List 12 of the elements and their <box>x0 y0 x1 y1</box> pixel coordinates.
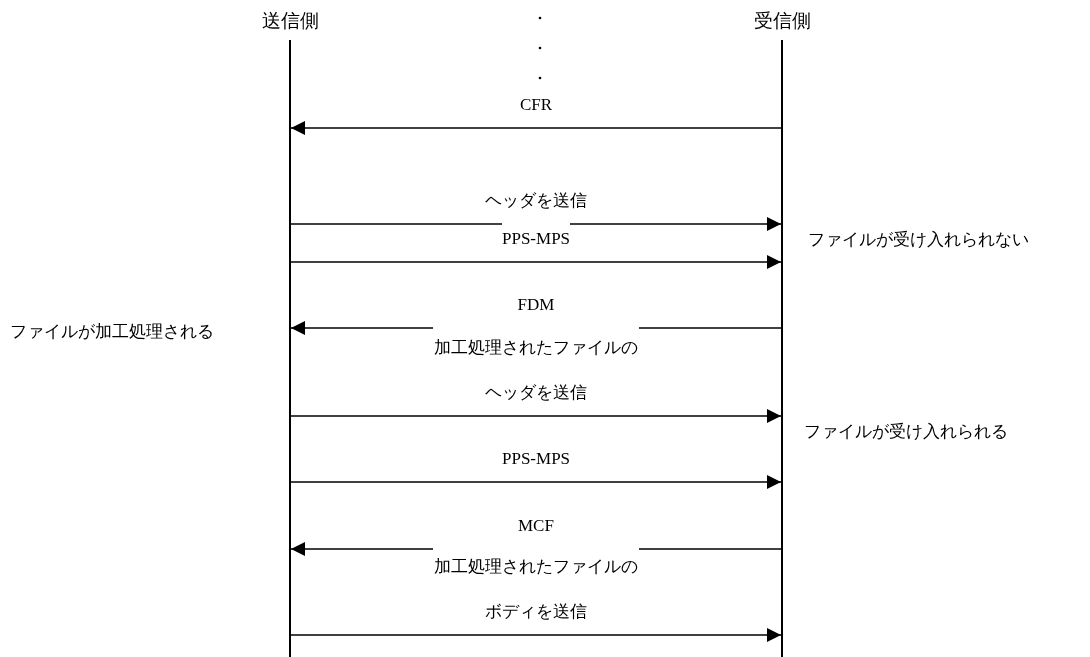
arrow <box>290 628 782 642</box>
arrow <box>290 121 782 135</box>
lifeline <box>289 40 291 657</box>
lifeline-header: 送信側 <box>261 10 319 32</box>
note: ファイルが加工処理される <box>10 321 214 343</box>
lifeline <box>781 40 783 657</box>
arrow <box>290 255 782 269</box>
lifeline-header: 受信側 <box>753 10 811 32</box>
note: ファイルが受け入れられる <box>804 421 1008 443</box>
arrow <box>290 475 782 489</box>
arrow <box>290 409 782 423</box>
note: ファイルが受け入れられない <box>808 229 1029 251</box>
